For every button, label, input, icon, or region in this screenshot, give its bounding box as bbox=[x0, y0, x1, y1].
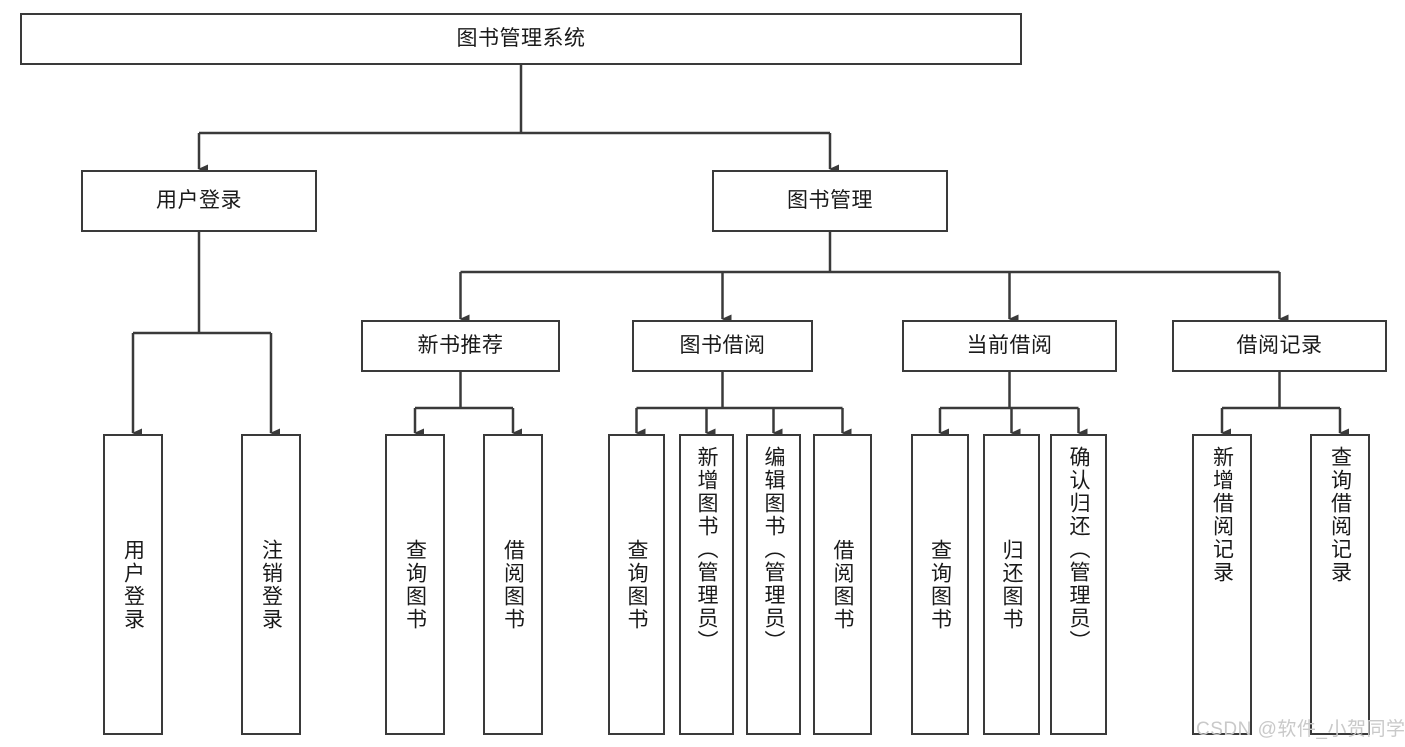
node-leaf-confirm-return-admin[interactable]: 确认归还（管理员） bbox=[1050, 434, 1107, 735]
node-leaf-return-book[interactable]: 归还图书 bbox=[983, 434, 1040, 735]
node-leaf-borrow-book-1[interactable]: 借阅图书 bbox=[483, 434, 543, 735]
node-leaf-edit-book-admin[interactable]: 编辑图书（管理员） bbox=[746, 434, 801, 735]
node-leaf-query-book-3[interactable]: 查询图书 bbox=[911, 434, 969, 735]
edge-layer bbox=[131, 65, 1349, 438]
node-label: 用户登录 bbox=[156, 188, 242, 212]
node-label: 确认归还（管理员） bbox=[1067, 446, 1090, 653]
node-label: 查询图书 bbox=[625, 538, 648, 631]
node-leaf-add-book-admin[interactable]: 新增图书（管理员） bbox=[679, 434, 734, 735]
node-level3-new-book-rec[interactable]: 新书推荐 bbox=[361, 320, 560, 372]
node-level3-current-borrow[interactable]: 当前借阅 bbox=[902, 320, 1117, 372]
node-label: 查询图书 bbox=[928, 538, 952, 631]
node-root[interactable]: 图书管理系统 bbox=[20, 13, 1022, 65]
node-label: 查询借阅记录 bbox=[1328, 446, 1352, 584]
node-label: 当前借阅 bbox=[966, 333, 1053, 357]
node-label: 图书借阅 bbox=[679, 333, 766, 357]
node-label: 查询图书 bbox=[403, 538, 427, 631]
node-level3-borrow-record[interactable]: 借阅记录 bbox=[1172, 320, 1387, 372]
node-level2-book-manage[interactable]: 图书管理 bbox=[712, 170, 948, 232]
node-leaf-user-login[interactable]: 用户登录 bbox=[103, 434, 163, 735]
node-level3-book-borrow[interactable]: 图书借阅 bbox=[632, 320, 813, 372]
node-leaf-borrow-book-2[interactable]: 借阅图书 bbox=[813, 434, 872, 735]
node-leaf-query-book-1[interactable]: 查询图书 bbox=[385, 434, 445, 735]
node-label: 用户登录 bbox=[121, 538, 145, 631]
node-level2-user-login[interactable]: 用户登录 bbox=[81, 170, 317, 232]
node-label: 新书推荐 bbox=[417, 333, 504, 357]
node-label: 图书管理系统 bbox=[456, 26, 586, 50]
node-label: 编辑图书（管理员） bbox=[762, 446, 785, 653]
csdn-watermark: CSDN @软件_小贺同学 bbox=[1196, 719, 1405, 740]
node-label: 新增图书（管理员） bbox=[695, 446, 718, 653]
node-label: 借阅图书 bbox=[831, 538, 854, 631]
node-leaf-add-borrow-record[interactable]: 新增借阅记录 bbox=[1192, 434, 1252, 735]
node-label: 新增借阅记录 bbox=[1210, 446, 1234, 584]
node-label: 借阅图书 bbox=[501, 538, 525, 631]
node-leaf-query-borrow-record[interactable]: 查询借阅记录 bbox=[1310, 434, 1370, 735]
node-label: 借阅记录 bbox=[1236, 333, 1323, 357]
node-label: 归还图书 bbox=[1000, 538, 1023, 631]
node-leaf-logout[interactable]: 注销登录 bbox=[241, 434, 301, 735]
node-label: 注销登录 bbox=[259, 538, 283, 631]
node-leaf-query-book-2[interactable]: 查询图书 bbox=[608, 434, 665, 735]
node-label: 图书管理 bbox=[787, 188, 873, 212]
